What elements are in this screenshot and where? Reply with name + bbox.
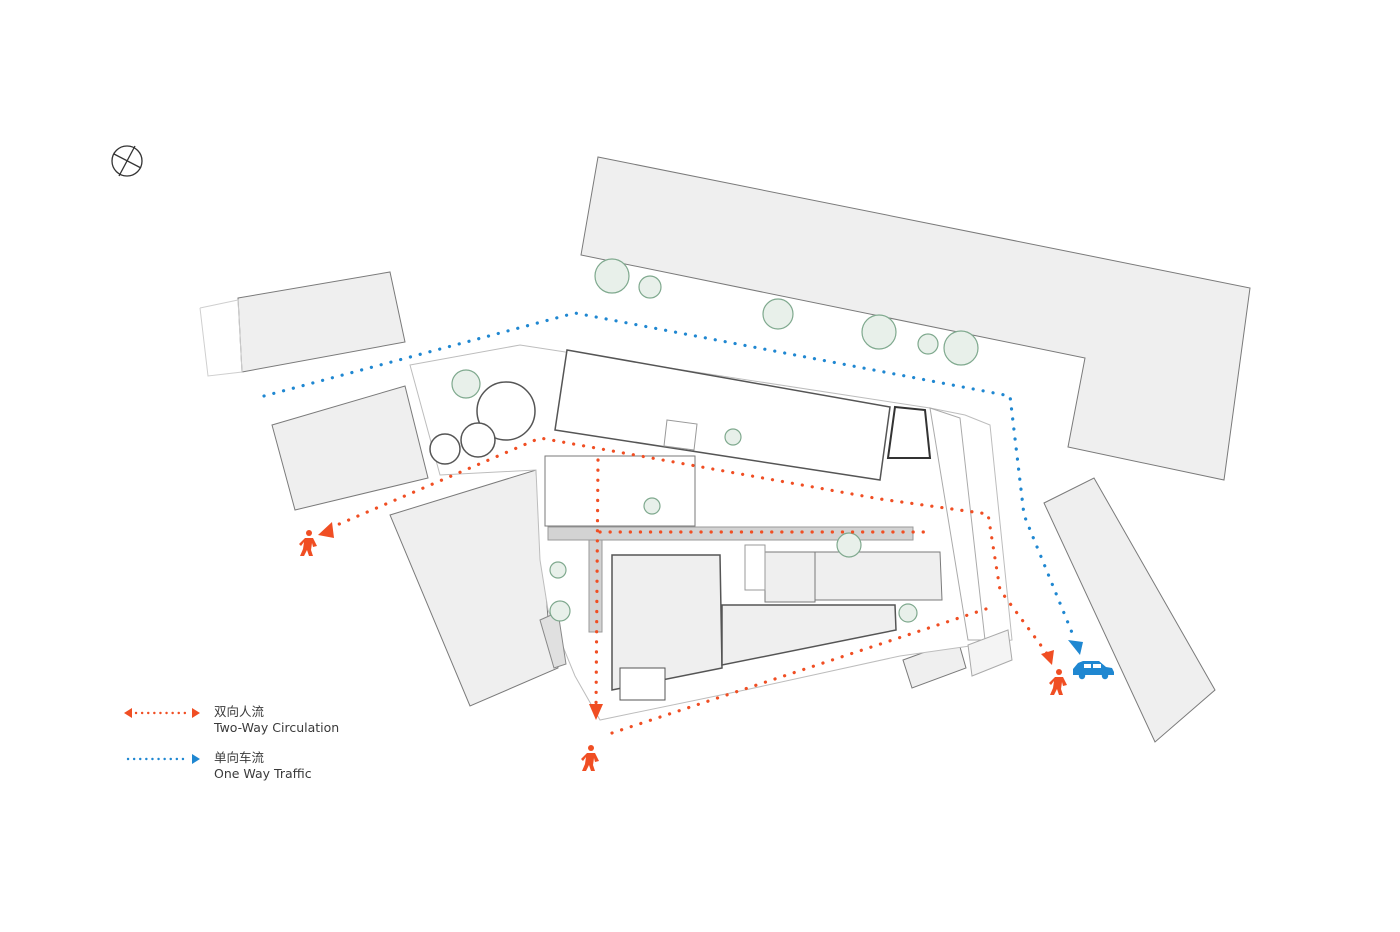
legend-en: One Way Traffic xyxy=(214,766,312,781)
tree-icon xyxy=(861,314,897,350)
old-outline xyxy=(199,299,243,377)
tree-icon xyxy=(643,497,661,515)
pedestrian-routes xyxy=(328,436,1050,735)
tree-icon xyxy=(638,275,662,299)
legend-cn: 双向人流 xyxy=(214,704,265,719)
legend-en: Two-Way Circulation xyxy=(214,720,340,735)
pedestrian-icon xyxy=(1049,669,1067,695)
tree-icon xyxy=(898,603,918,623)
red-dotted-arrow-icon xyxy=(124,708,200,718)
silos xyxy=(429,381,536,465)
vehicle-arrowhead-icon xyxy=(1068,640,1083,655)
pedestrian-icon xyxy=(581,745,599,771)
tree-icon xyxy=(451,369,481,399)
legend: 双向人流 Two-Way Circulation 单向车流 One Way Tr… xyxy=(122,704,442,796)
blue-dotted-arrow-icon xyxy=(126,754,200,764)
car-icon xyxy=(1073,661,1114,680)
compass-icon xyxy=(111,145,143,177)
tree-icon xyxy=(762,298,794,330)
legend-item-two-way: 双向人流 Two-Way Circulation xyxy=(122,704,442,750)
tree-icon xyxy=(724,428,742,446)
tree-icon xyxy=(549,600,571,622)
pedestrian-icon xyxy=(299,530,317,556)
tree-icon xyxy=(594,258,630,294)
legend-item-one-way: 单向车流 One Way Traffic xyxy=(122,750,442,796)
tree-icon xyxy=(943,330,979,366)
legend-label-one-way: 单向车流 One Way Traffic xyxy=(214,750,312,782)
trees xyxy=(451,258,979,623)
tree-icon xyxy=(917,333,939,355)
legend-label-two-way: 双向人流 Two-Way Circulation xyxy=(214,704,339,736)
legend-cn: 单向车流 xyxy=(214,750,265,765)
vehicle-route xyxy=(262,311,1077,642)
pedestrian-arrowheads xyxy=(318,522,1054,720)
tree-icon xyxy=(549,561,567,579)
tree-icon xyxy=(836,532,862,558)
